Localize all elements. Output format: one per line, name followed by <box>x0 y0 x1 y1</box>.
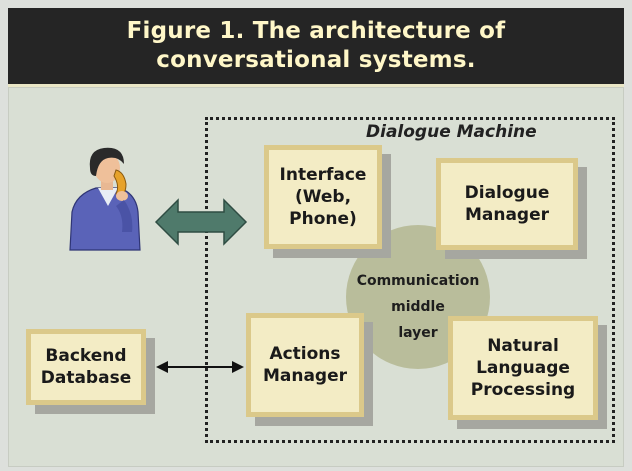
actions-manager-box: Actions Manager <box>246 313 364 417</box>
nlp-label-line-1: Natural <box>487 336 559 356</box>
backend-database-label-line-2: Database <box>40 368 132 388</box>
database-actions-arrow <box>156 361 244 373</box>
interface-box: Interface (Web, Phone) <box>264 145 382 249</box>
backend-database-box: Backend Database <box>26 329 146 405</box>
communication-layer-label: Communication middle layer <box>340 268 496 346</box>
nlp-label-line-2: Language <box>476 358 570 378</box>
actions-manager-label-line-1: Actions <box>269 344 341 364</box>
double-arrow-icon <box>154 198 248 246</box>
interface-label-line-1: Interface <box>279 165 367 185</box>
nlp-box: Natural Language Processing <box>448 316 598 420</box>
interface-label-line-2: (Web, <box>294 187 352 207</box>
dialogue-manager-label-line-1: Dialogue <box>464 183 550 203</box>
communication-layer-line-1: Communication <box>356 273 480 289</box>
communication-layer-line-3: layer <box>398 325 438 341</box>
figure-header: Figure 1. The architecture of conversati… <box>8 8 624 87</box>
dialogue-machine-label: Dialogue Machine <box>366 122 537 142</box>
backend-database-label-line-1: Backend <box>45 346 127 366</box>
dialogue-manager-label-line-2: Manager <box>464 205 550 225</box>
person-on-phone-icon <box>69 147 141 251</box>
dialogue-machine-boundary <box>205 117 615 443</box>
dialogue-manager-box: Dialogue Manager <box>436 158 578 250</box>
communication-layer-line-2: middle <box>391 299 445 315</box>
actions-manager-label-line-2: Manager <box>262 366 348 386</box>
figure-title-line-2: conversational systems. <box>156 47 476 73</box>
nlp-label-line-3: Processing <box>470 380 576 400</box>
interface-label-line-3: Phone) <box>289 209 357 229</box>
figure-title-line-1: Figure 1. The architecture of <box>126 18 506 44</box>
